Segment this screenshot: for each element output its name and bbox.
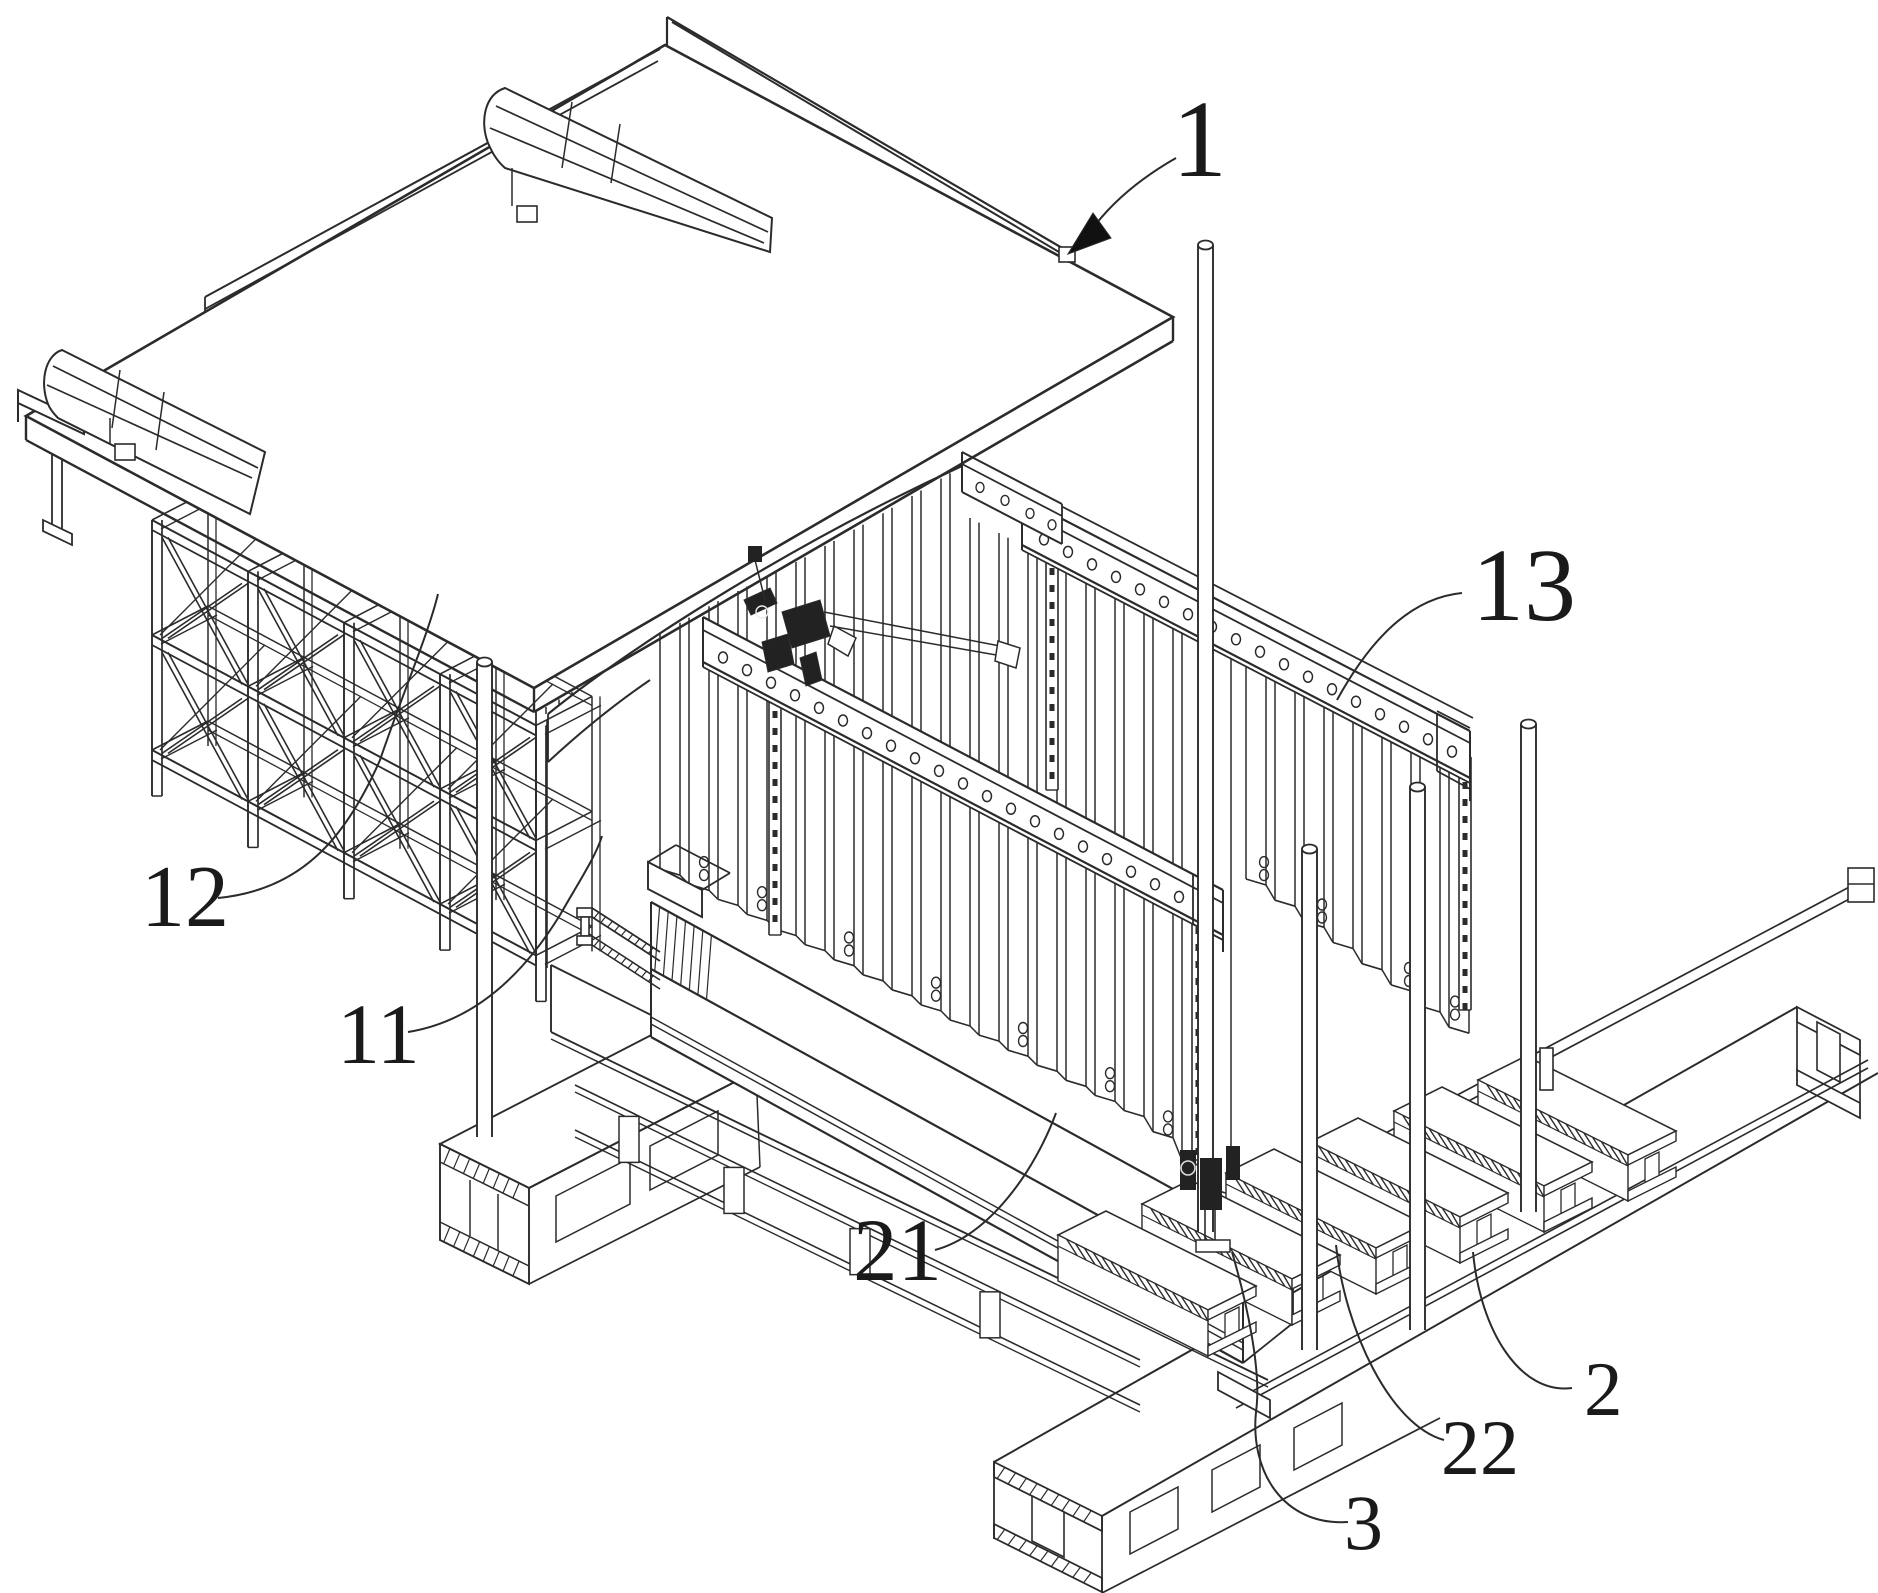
svg-text:3: 3 bbox=[1344, 1479, 1383, 1566]
svg-text:1: 1 bbox=[1172, 78, 1227, 200]
svg-text:2: 2 bbox=[1584, 1346, 1623, 1432]
svg-text:12: 12 bbox=[141, 849, 229, 946]
svg-text:21: 21 bbox=[853, 1202, 942, 1300]
svg-text:22: 22 bbox=[1441, 1404, 1519, 1491]
svg-text:11: 11 bbox=[337, 986, 420, 1082]
svg-text:13: 13 bbox=[1472, 528, 1576, 643]
